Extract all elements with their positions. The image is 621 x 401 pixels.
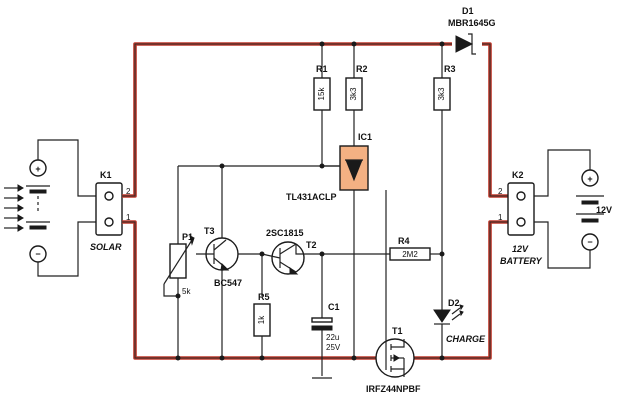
r2-resistor: 3k3 R2 bbox=[345, 44, 368, 148]
r4-value: 2M2 bbox=[402, 250, 418, 259]
battery-voltage: 12V bbox=[596, 205, 612, 215]
k1-connector: K1 SOLAR 2 1 bbox=[90, 170, 131, 252]
power-trace-top bbox=[122, 42, 508, 198]
minus-sign: − bbox=[35, 249, 40, 259]
r2-ref: R2 bbox=[356, 64, 368, 74]
solar-panel: + − bbox=[4, 139, 96, 277]
solar-positive-wire bbox=[37, 139, 96, 197]
k2-pin-1: 1 bbox=[498, 213, 503, 222]
t3-transistor: T3 BC547 bbox=[196, 166, 242, 358]
k1-pin-1: 1 bbox=[126, 213, 131, 222]
t1-value: IRFZ44NPBF bbox=[366, 384, 421, 394]
battery-12v: + − 12V bbox=[534, 149, 612, 269]
r4-ref: R4 bbox=[398, 236, 410, 246]
r3-value: 3k3 bbox=[437, 87, 446, 100]
light-arrows-icon bbox=[4, 184, 24, 232]
k2-value: 12V bbox=[512, 244, 529, 254]
r5-ref: R5 bbox=[258, 292, 270, 302]
r1-resistor: 15k R1 bbox=[313, 44, 340, 167]
t1-mosfet: T1 IRFZ44NPBF bbox=[366, 190, 421, 394]
k1-pin-2: 2 bbox=[126, 187, 131, 196]
t2-transistor: 2SC1815 T2 bbox=[238, 228, 390, 296]
p1-potentiometer: P1 5k bbox=[163, 165, 340, 358]
plus-sign: + bbox=[35, 164, 40, 174]
power-trace-bottom bbox=[122, 220, 508, 360]
r5-value: 1k bbox=[257, 315, 266, 324]
k2-ref: K2 bbox=[512, 170, 524, 180]
c1-voltage: 25V bbox=[326, 343, 341, 352]
k1-value: SOLAR bbox=[90, 242, 122, 252]
k2-sub: BATTERY bbox=[500, 256, 543, 266]
d1-schottky-diode: D1 MBR1645G bbox=[448, 6, 496, 55]
d2-value: CHARGE bbox=[446, 334, 486, 344]
r1-value: 15k bbox=[317, 87, 326, 101]
t3-value: BC547 bbox=[214, 278, 242, 288]
solar-cell-top: + bbox=[26, 159, 50, 194]
k2-pin-2: 2 bbox=[498, 187, 503, 196]
c1-value: 22u bbox=[326, 333, 339, 342]
d2-charge-led: D2 CHARGE bbox=[433, 298, 486, 358]
t3-ref: T3 bbox=[204, 226, 215, 236]
r3-resistor: 3k3 R3 bbox=[433, 44, 456, 300]
p1-ref: P1 bbox=[182, 232, 193, 242]
p1-value: 5k bbox=[182, 287, 191, 296]
t1-ref: T1 bbox=[392, 326, 403, 336]
r3-ref: R3 bbox=[444, 64, 456, 74]
k1-ref: K1 bbox=[100, 170, 112, 180]
ic1-ref: IC1 bbox=[358, 132, 372, 142]
battery-plus: + bbox=[587, 174, 592, 184]
t2-ref: T2 bbox=[306, 240, 317, 250]
solar-negative-wire bbox=[37, 221, 96, 277]
ic1-tl431: IC1 TL431ACLP bbox=[286, 132, 372, 358]
solar-cell-bottom: − bbox=[26, 221, 50, 263]
r4-resistor: 2M2 R4 bbox=[389, 236, 442, 261]
ic1-value: TL431ACLP bbox=[286, 192, 337, 202]
k2-connector: K2 2 1 12V BATTERY bbox=[498, 170, 543, 266]
d1-value: MBR1645G bbox=[448, 18, 496, 28]
r2-value: 3k3 bbox=[349, 87, 358, 100]
r1-ref: R1 bbox=[316, 64, 328, 74]
battery-minus: − bbox=[587, 237, 592, 247]
r5-resistor: 1k R5 bbox=[253, 292, 271, 358]
t2-value: 2SC1815 bbox=[266, 228, 304, 238]
d1-ref: D1 bbox=[462, 6, 474, 16]
junction-dots bbox=[175, 41, 445, 361]
c1-ref: C1 bbox=[328, 302, 340, 312]
d2-ref: D2 bbox=[448, 298, 460, 308]
c1-capacitor: C1 22u 25V bbox=[311, 254, 341, 379]
